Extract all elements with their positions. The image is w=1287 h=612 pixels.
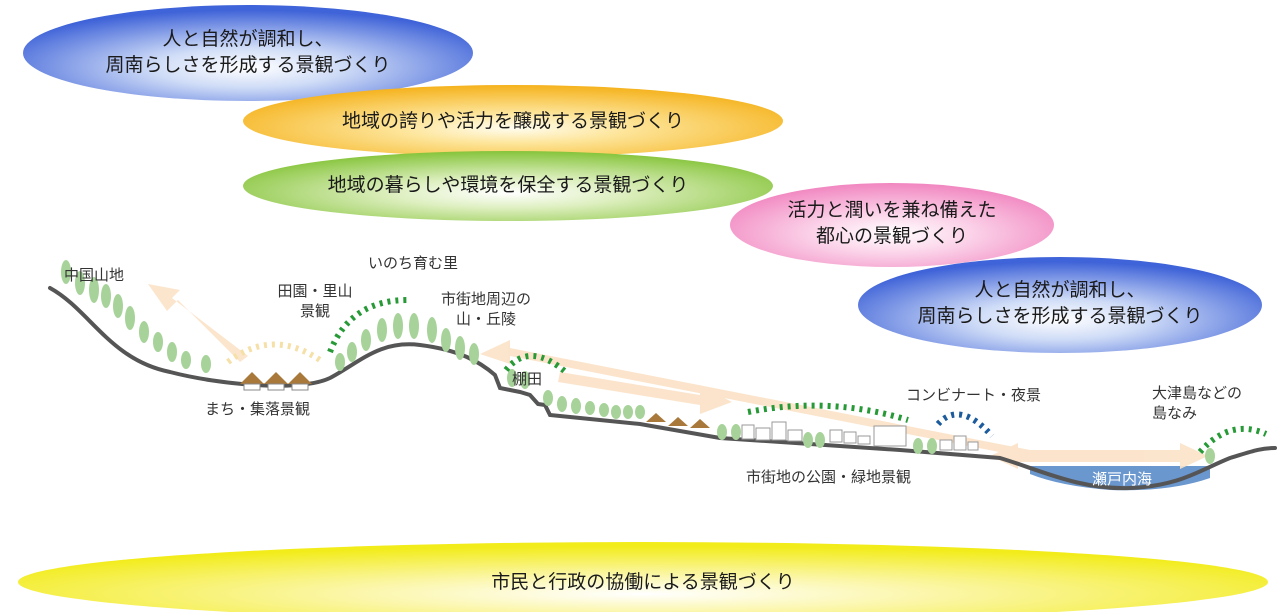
label-shigai-1: 市街地周辺の — [440, 290, 531, 308]
label-kombinat: コンビナート・夜景 — [906, 386, 1042, 404]
pink-line2: 都心の景観づくり — [815, 225, 968, 247]
blue-top-line2: 周南らしさを形成する景観づくり — [105, 54, 391, 76]
arc-kombinat — [935, 411, 995, 439]
arc-park — [747, 402, 909, 423]
label-inochi: いのち育む里 — [368, 254, 459, 272]
ellipse-blue-right-text: 人と自然が調和し、 周南らしさを形成する景観づくり — [860, 268, 1260, 340]
dashed-arcs — [226, 297, 1268, 455]
ellipse-blue-right — [858, 257, 1262, 353]
trees — [61, 260, 1215, 464]
arc-tanada — [503, 352, 570, 377]
label-tanada: 棚田 — [512, 370, 543, 388]
ellipse-blue-top — [23, 5, 473, 101]
ellipse-green-text: 地域の暮らしや環境を保全する景観づくり — [327, 174, 689, 197]
label-shigai-2: 山・丘陵 — [455, 309, 516, 328]
arrow-tanada — [558, 372, 732, 414]
label-ozu-1: 大津島などの — [1152, 384, 1243, 402]
houses — [240, 372, 710, 428]
arc-village — [226, 341, 322, 365]
label-denen: 田園・里山 景観 — [270, 282, 360, 321]
label-shigai: 市街地周辺の 山・丘陵 — [430, 290, 542, 329]
blue-top-line1: 人と自然が調和し、 — [162, 28, 334, 51]
label-denen-2: 景観 — [299, 301, 330, 320]
label-chugoku: 中国山地 — [64, 266, 125, 284]
ellipse-pink-text: 活力と潤いを兼ね備えた 都心の景観づくり — [734, 188, 1050, 260]
ellipse-orange — [243, 85, 783, 157]
label-park: 市街地の公園・緑地景観 — [746, 468, 912, 486]
label-ozu-2: 島なみ — [1152, 403, 1198, 422]
blue-right-line1: 人と自然が調和し、 — [974, 279, 1146, 302]
ellipse-yellow-text: 市民と行政の協働による景観づくり — [491, 571, 795, 594]
arrow-to-mountains — [148, 284, 248, 362]
label-ozu: 大津島などの 島なみ — [1152, 384, 1242, 423]
arc-satoyama — [327, 297, 409, 354]
ellipse-orange-text: 地域の誇りや活力を醸成する景観づくり — [341, 110, 684, 133]
label-machi: まち・集落景観 — [205, 400, 311, 418]
ellipse-green — [243, 151, 773, 221]
ellipse-yellow-bottom — [18, 542, 1268, 612]
arrow-sea-double — [990, 443, 1208, 469]
terrain-line — [48, 286, 1277, 491]
ellipse-blue-top-text: 人と自然が調和し、 周南らしさを形成する景観づくり — [28, 18, 468, 88]
label-denen-1: 田園・里山 — [277, 282, 353, 300]
blue-right-line2: 周南らしさを形成する景観づくり — [917, 305, 1203, 327]
buildings — [741, 421, 979, 451]
ellipse-pink — [730, 183, 1054, 267]
label-sea: 瀬戸内海 — [1092, 470, 1153, 488]
pink-line1: 活力と潤いを兼ね備えた — [787, 199, 997, 222]
